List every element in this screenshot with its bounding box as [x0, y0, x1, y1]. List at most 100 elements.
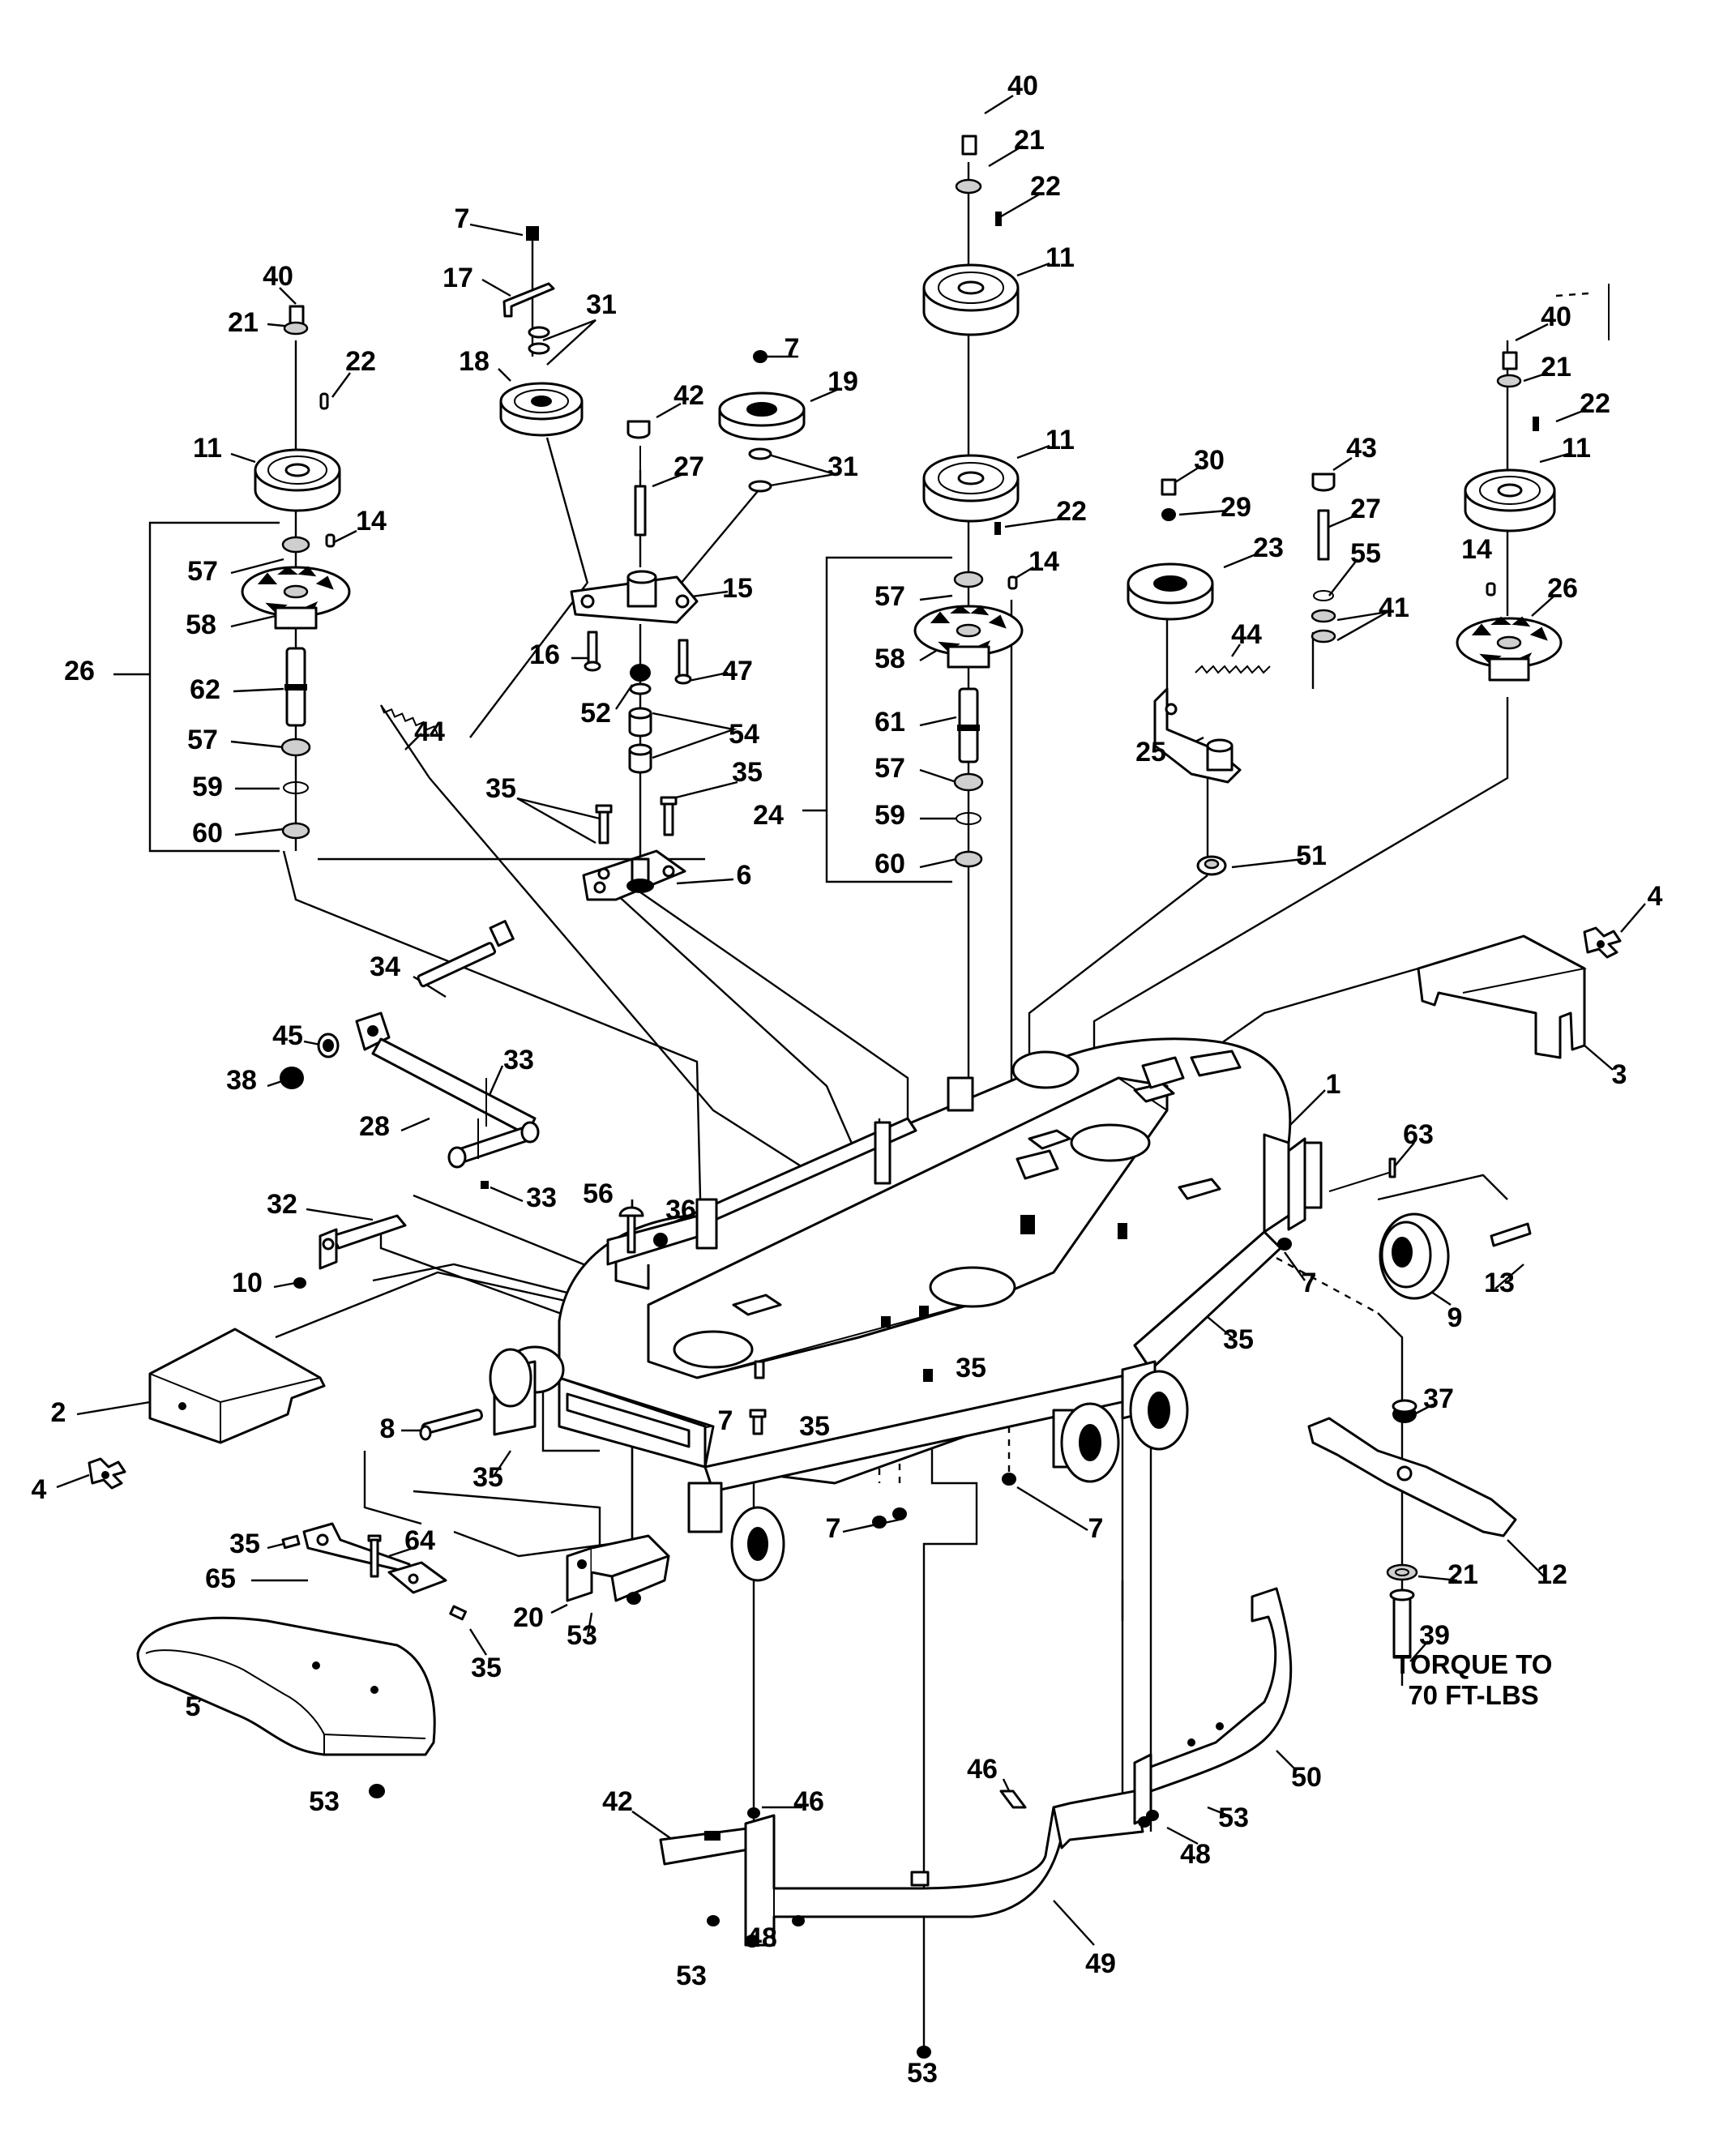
callout-44: 44 [1231, 619, 1262, 650]
callout-51: 51 [1296, 840, 1327, 871]
callout-7: 7 [1088, 1513, 1104, 1544]
callout-35: 35 [472, 1462, 503, 1493]
callout-58: 58 [874, 644, 905, 674]
callout-53: 53 [907, 2058, 938, 2089]
callout-46: 46 [967, 1754, 998, 1785]
callout-14: 14 [1028, 546, 1059, 577]
callout-7: 7 [826, 1513, 841, 1544]
callout-49: 49 [1085, 1948, 1116, 1979]
callout-56: 56 [583, 1178, 614, 1209]
callout-42: 42 [673, 380, 704, 411]
callout-35: 35 [732, 757, 763, 788]
callout-26: 26 [64, 656, 95, 686]
front-shield-5 [136, 1522, 468, 1798]
callout-60: 60 [874, 849, 905, 879]
callout-4: 4 [32, 1474, 47, 1505]
callout-38: 38 [226, 1065, 257, 1096]
callout-21: 21 [1541, 352, 1571, 383]
callout-50: 50 [1291, 1762, 1322, 1793]
callout-48: 48 [1180, 1839, 1211, 1870]
callout-21: 21 [228, 307, 259, 338]
torque-note-line1: TORQUE TO [1395, 1649, 1553, 1679]
left-spindle-assembly [241, 305, 351, 840]
callout-26: 26 [1547, 573, 1578, 604]
callout-21: 21 [1447, 1559, 1478, 1590]
callout-31: 31 [827, 451, 858, 482]
discharge-chute [1417, 926, 1622, 1059]
callout-43: 43 [1346, 433, 1377, 464]
callout-45: 45 [272, 1020, 303, 1051]
callout-53: 53 [567, 1620, 597, 1651]
callout-15: 15 [722, 573, 753, 604]
right-spindle-assembly [1456, 284, 1610, 682]
callout-59: 59 [192, 772, 223, 802]
idler-assembly [380, 226, 806, 901]
right-idler-assembly [1127, 472, 1336, 876]
callout-53: 53 [676, 1961, 707, 1991]
callout-47: 47 [722, 656, 753, 686]
callout-16: 16 [529, 639, 560, 670]
callout-4: 4 [1648, 881, 1663, 912]
callout-30: 30 [1194, 445, 1225, 476]
callout-14: 14 [356, 506, 387, 537]
mower-deck [489, 1037, 1396, 1582]
callout-35: 35 [471, 1653, 502, 1683]
callout-29: 29 [1221, 492, 1251, 523]
callout-24: 24 [753, 800, 784, 831]
torque-note-line2: 70 FT-LBS [1408, 1680, 1538, 1710]
gauge-wheel-right [1379, 1212, 1532, 1300]
callout-7: 7 [1302, 1268, 1317, 1298]
callout-40: 40 [1007, 71, 1038, 101]
callout-37: 37 [1423, 1383, 1454, 1414]
callout-54: 54 [729, 719, 759, 750]
callout-46: 46 [793, 1786, 824, 1817]
callout-57: 57 [187, 725, 218, 755]
callout-39: 39 [1419, 1620, 1450, 1651]
callout-62: 62 [190, 674, 220, 705]
callout-21: 21 [1014, 125, 1045, 156]
callout-9: 9 [1447, 1302, 1463, 1333]
front-hardware [566, 1206, 767, 1605]
callout-55: 55 [1350, 538, 1381, 569]
callout-40: 40 [263, 261, 293, 292]
callout-59: 59 [874, 800, 905, 831]
callout-61: 61 [874, 707, 905, 738]
callout-31: 31 [586, 289, 617, 320]
torque-note: TORQUE TO 70 FT-LBS [1395, 1649, 1553, 1710]
callout-53: 53 [309, 1786, 340, 1817]
callout-11: 11 [1045, 242, 1075, 273]
callout-32: 32 [267, 1189, 297, 1220]
lift-arm [280, 920, 540, 1189]
callout-52: 52 [580, 698, 611, 729]
callout-10: 10 [232, 1268, 263, 1298]
callout-11: 11 [1562, 433, 1591, 464]
callout-33: 33 [526, 1182, 557, 1213]
callout-57: 57 [874, 753, 905, 784]
side-shield-left [88, 1328, 326, 1490]
callout-35: 35 [799, 1411, 830, 1442]
callout-27: 27 [673, 451, 704, 482]
callout-8: 8 [380, 1413, 396, 1444]
callout-60: 60 [192, 818, 223, 849]
callout-13: 13 [1484, 1268, 1515, 1298]
callout-57: 57 [874, 581, 905, 612]
callout-25: 25 [1135, 737, 1166, 768]
callout-44: 44 [414, 716, 445, 747]
callout-28: 28 [359, 1111, 390, 1142]
callout-12: 12 [1537, 1559, 1567, 1590]
callout-57: 57 [187, 556, 218, 587]
rod-32 [293, 1214, 407, 1289]
callout-14: 14 [1461, 534, 1492, 565]
callout-22: 22 [1580, 388, 1610, 419]
callout-42: 42 [602, 1786, 633, 1817]
callout-35: 35 [229, 1529, 260, 1559]
callout-35: 35 [485, 773, 516, 804]
callout-23: 23 [1253, 532, 1284, 563]
callout-22: 22 [1056, 496, 1087, 527]
blade-assembly [1307, 1399, 1517, 1659]
callout-35: 35 [956, 1353, 986, 1383]
callout-27: 27 [1350, 494, 1381, 524]
callout-2: 2 [51, 1397, 66, 1428]
